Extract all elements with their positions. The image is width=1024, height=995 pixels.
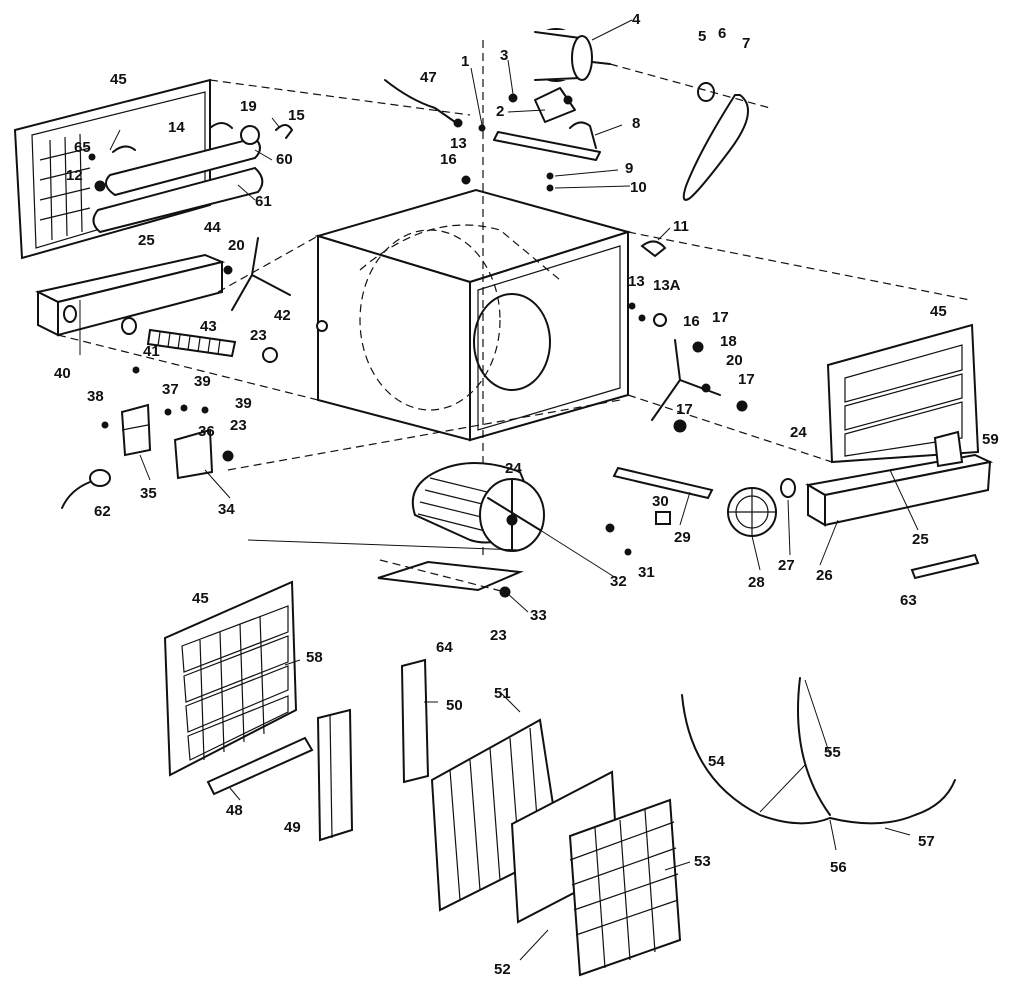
callout-20-right: 20 [726, 352, 743, 369]
assembly-guides [57, 79, 971, 593]
callout-9: 9 [625, 160, 633, 177]
callout-65: 65 [74, 139, 91, 156]
callout-36: 36 [198, 423, 215, 440]
callout-49: 49 [284, 819, 301, 836]
float-assembly [121, 237, 328, 363]
callout-50: 50 [446, 697, 463, 714]
callout-16-top: 16 [440, 151, 457, 168]
callout-19: 19 [240, 98, 257, 115]
callout-32: 32 [610, 573, 627, 590]
spacer-strip [910, 553, 980, 580]
callout-41: 41 [143, 343, 160, 360]
callout-35: 35 [140, 485, 157, 502]
callout-23-left: 23 [250, 327, 267, 344]
callout-24-wheel: 24 [505, 460, 522, 477]
callout-24-right: 24 [790, 424, 807, 441]
callout-17-c: 17 [676, 401, 693, 418]
callout-33: 33 [530, 607, 547, 624]
callout-34: 34 [218, 501, 235, 518]
callout-53: 53 [694, 853, 711, 870]
right-pad-frame [826, 323, 980, 464]
callout-47: 47 [420, 69, 437, 86]
callout-59: 59 [982, 431, 999, 448]
callout-55: 55 [824, 744, 841, 761]
mount-strips [206, 708, 354, 842]
callout-7: 7 [742, 35, 750, 52]
callout-16-right: 16 [683, 313, 700, 330]
callout-13A: 13A [653, 277, 681, 294]
callout-39-a: 39 [194, 373, 211, 390]
right-trough [805, 430, 994, 527]
callout-leaders [79, 19, 919, 961]
callout-42: 42 [274, 307, 291, 324]
callout-13-top: 13 [450, 135, 467, 152]
callout-44: 44 [204, 219, 221, 236]
callout-56: 56 [830, 859, 847, 876]
blower-wheel [411, 462, 545, 552]
callout-52: 52 [494, 961, 511, 978]
callout-60: 60 [276, 151, 293, 168]
callout-45-right: 45 [930, 303, 947, 320]
louver-panel [163, 580, 298, 777]
callout-28: 28 [748, 574, 765, 591]
callout-62: 62 [94, 503, 111, 520]
callout-39-b: 39 [235, 395, 252, 412]
callout-45-top: 45 [110, 71, 127, 88]
callout-45-bottom: 45 [192, 590, 209, 607]
callout-54: 54 [708, 753, 725, 770]
switch-box [101, 366, 234, 480]
callout-1: 1 [461, 53, 469, 70]
callout-13-right: 13 [628, 273, 645, 290]
callout-20-left: 20 [228, 237, 245, 254]
supply-line [384, 79, 471, 185]
callout-4: 4 [632, 11, 641, 28]
callout-63: 63 [900, 592, 917, 609]
callout-30: 30 [652, 493, 669, 510]
callout-26: 26 [816, 567, 833, 584]
callout-14: 14 [168, 119, 185, 136]
callout-12: 12 [66, 167, 83, 184]
tubing [681, 677, 956, 825]
callout-5: 5 [698, 28, 706, 45]
callout-40: 40 [54, 365, 71, 382]
callout-57: 57 [918, 833, 935, 850]
cooling-media [400, 658, 682, 977]
callout-3: 3 [500, 47, 508, 64]
callout-58: 58 [306, 649, 323, 666]
callout-37: 37 [162, 381, 179, 398]
callout-15: 15 [288, 107, 305, 124]
callout-51: 51 [494, 685, 511, 702]
callout-29: 29 [674, 529, 691, 546]
callout-61: 61 [255, 193, 272, 210]
callout-23-switch: 23 [230, 417, 247, 434]
callout-43: 43 [200, 318, 217, 335]
blower-shaft [605, 466, 796, 556]
callout-23-bottom: 23 [490, 627, 507, 644]
callout-27: 27 [778, 557, 795, 574]
distributor-tubes [88, 122, 293, 234]
callout-48: 48 [226, 802, 243, 819]
callout-31: 31 [638, 564, 655, 581]
callout-11: 11 [673, 218, 689, 235]
callout-8: 8 [632, 115, 640, 132]
callout-25-right: 25 [912, 531, 929, 548]
callout-10: 10 [630, 179, 647, 196]
power-cord [61, 469, 111, 509]
callout-17-b: 17 [738, 371, 755, 388]
callout-6: 6 [718, 25, 726, 42]
callout-2: 2 [496, 103, 504, 120]
callout-18: 18 [720, 333, 737, 350]
cabinet-housing [314, 188, 632, 442]
right-hardware [628, 240, 748, 433]
callout-25-left: 25 [138, 232, 155, 249]
callout-64: 64 [436, 639, 453, 656]
motor [530, 28, 611, 82]
pulley-and-belt [609, 63, 771, 201]
callout-17-a: 17 [712, 309, 729, 326]
callout-38: 38 [87, 388, 104, 405]
callout-labels: 1 2 3 4 5 6 7 8 9 10 11 12 13 13 13A 14 … [54, 11, 999, 978]
blower-bracket [377, 560, 524, 598]
